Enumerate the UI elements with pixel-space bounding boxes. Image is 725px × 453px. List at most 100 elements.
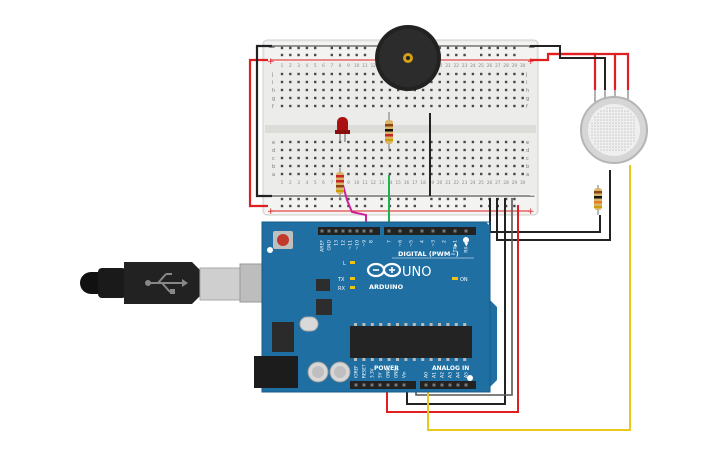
- breadboard-hole[interactable]: [380, 104, 383, 108]
- pin-hole[interactable]: [355, 229, 359, 233]
- breadboard-hole[interactable]: [521, 148, 524, 152]
- breadboard-hole[interactable]: [322, 88, 325, 92]
- breadboard-hole[interactable]: [463, 80, 466, 84]
- breadboard-hole[interactable]: [496, 96, 499, 100]
- breadboard-hole[interactable]: [397, 148, 400, 152]
- breadboard-hole[interactable]: [305, 104, 309, 108]
- breadboard-hole[interactable]: [322, 72, 325, 76]
- wire-black-analog[interactable]: [406, 198, 506, 405]
- breadboard-hole[interactable]: [513, 148, 516, 152]
- rail-hole[interactable]: [405, 204, 408, 208]
- rail-hole[interactable]: [446, 197, 450, 201]
- rail-hole[interactable]: [297, 46, 300, 50]
- rail-hole[interactable]: [338, 46, 342, 50]
- breadboard-hole[interactable]: [314, 72, 317, 76]
- breadboard-hole[interactable]: [338, 164, 342, 168]
- breadboard-hole[interactable]: [513, 80, 516, 84]
- breadboard-hole[interactable]: [388, 104, 392, 108]
- rail-hole[interactable]: [405, 197, 408, 201]
- rail-hole[interactable]: [438, 197, 441, 201]
- breadboard-hole[interactable]: [413, 148, 416, 152]
- breadboard-hole[interactable]: [355, 80, 358, 84]
- breadboard-hole[interactable]: [372, 96, 375, 100]
- pin-hole[interactable]: [409, 229, 413, 233]
- breadboard-hole[interactable]: [380, 96, 383, 100]
- pin-hole[interactable]: [354, 383, 358, 387]
- breadboard-hole[interactable]: [380, 80, 383, 84]
- breadboard-hole[interactable]: [413, 96, 416, 100]
- breadboard-hole[interactable]: [446, 80, 450, 84]
- pin-hole[interactable]: [386, 383, 390, 387]
- pin-hole[interactable]: [442, 229, 446, 233]
- pin-hole[interactable]: [341, 229, 345, 233]
- breadboard-hole[interactable]: [430, 164, 433, 168]
- breadboard-hole[interactable]: [322, 172, 325, 176]
- breadboard-hole[interactable]: [314, 156, 317, 160]
- breadboard-hole[interactable]: [413, 164, 416, 168]
- breadboard-hole[interactable]: [289, 164, 292, 168]
- breadboard-hole[interactable]: [305, 88, 309, 92]
- rail-hole[interactable]: [446, 204, 450, 208]
- breadboard-hole[interactable]: [280, 140, 284, 144]
- breadboard-hole[interactable]: [305, 172, 309, 176]
- rail-hole[interactable]: [330, 53, 333, 57]
- breadboard-hole[interactable]: [355, 96, 358, 100]
- breadboard-hole[interactable]: [347, 88, 350, 92]
- breadboard-hole[interactable]: [363, 140, 367, 144]
- breadboard-hole[interactable]: [471, 172, 475, 176]
- breadboard-hole[interactable]: [355, 148, 358, 152]
- breadboard-hole[interactable]: [363, 104, 367, 108]
- breadboard-hole[interactable]: [397, 96, 400, 100]
- breadboard-hole[interactable]: [405, 96, 408, 100]
- breadboard-hole[interactable]: [363, 148, 367, 152]
- breadboard-hole[interactable]: [455, 172, 458, 176]
- breadboard-hole[interactable]: [488, 88, 491, 92]
- breadboard-hole[interactable]: [363, 156, 367, 160]
- rail-hole[interactable]: [480, 46, 483, 50]
- rail-hole[interactable]: [413, 204, 416, 208]
- breadboard-hole[interactable]: [338, 88, 342, 92]
- rail-hole[interactable]: [480, 197, 483, 201]
- breadboard-hole[interactable]: [471, 156, 475, 160]
- gas-sensor-icon[interactable]: [580, 90, 648, 164]
- wire-black-left-loop[interactable]: [255, 44, 272, 198]
- breadboard-hole[interactable]: [421, 104, 425, 108]
- rail-hole[interactable]: [488, 46, 491, 50]
- breadboard-hole[interactable]: [421, 172, 425, 176]
- breadboard-hole[interactable]: [280, 96, 284, 100]
- breadboard-hole[interactable]: [297, 172, 300, 176]
- breadboard-hole[interactable]: [421, 156, 425, 160]
- breadboard-hole[interactable]: [463, 104, 466, 108]
- breadboard-hole[interactable]: [496, 80, 499, 84]
- wire-yellow-a0[interactable]: [427, 165, 631, 431]
- breadboard-hole[interactable]: [380, 148, 383, 152]
- breadboard-hole[interactable]: [480, 80, 483, 84]
- pin-hole[interactable]: [327, 229, 331, 233]
- breadboard-hole[interactable]: [504, 172, 508, 176]
- pin-hole[interactable]: [378, 383, 382, 387]
- breadboard-hole[interactable]: [280, 80, 284, 84]
- breadboard-hole[interactable]: [388, 148, 392, 152]
- breadboard-hole[interactable]: [521, 80, 524, 84]
- rail-hole[interactable]: [455, 204, 458, 208]
- breadboard-hole[interactable]: [438, 164, 441, 168]
- breadboard-hole[interactable]: [430, 104, 433, 108]
- breadboard-hole[interactable]: [297, 80, 300, 84]
- breadboard-hole[interactable]: [513, 72, 516, 76]
- breadboard-hole[interactable]: [372, 172, 375, 176]
- breadboard-hole[interactable]: [338, 148, 342, 152]
- rail-hole[interactable]: [463, 46, 466, 50]
- breadboard-hole[interactable]: [463, 156, 466, 160]
- breadboard-hole[interactable]: [521, 156, 524, 160]
- breadboard-hole[interactable]: [504, 140, 508, 144]
- breadboard-hole[interactable]: [305, 140, 309, 144]
- breadboard-hole[interactable]: [322, 104, 325, 108]
- pin-hole[interactable]: [369, 229, 373, 233]
- breadboard-hole[interactable]: [438, 140, 441, 144]
- breadboard-hole[interactable]: [471, 140, 475, 144]
- breadboard-hole[interactable]: [347, 72, 350, 76]
- breadboard-hole[interactable]: [480, 148, 483, 152]
- breadboard-hole[interactable]: [363, 96, 367, 100]
- breadboard-hole[interactable]: [496, 172, 499, 176]
